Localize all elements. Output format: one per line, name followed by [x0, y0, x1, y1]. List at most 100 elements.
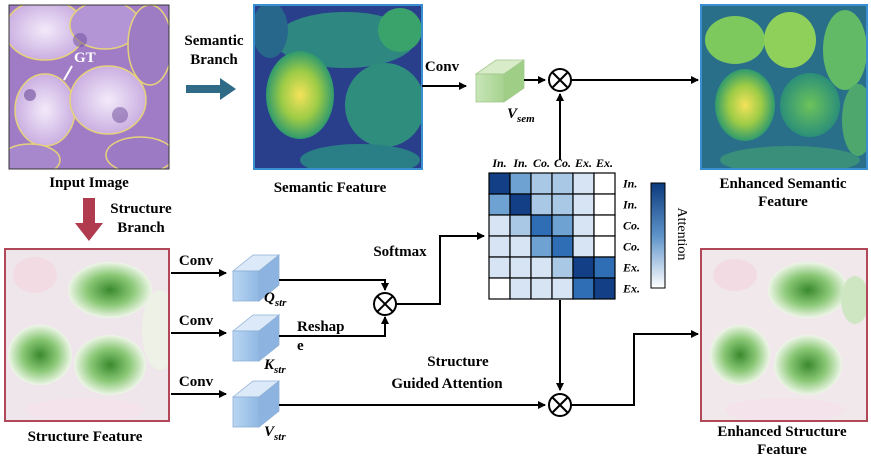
enhanced-structure-title-2: Feature — [757, 442, 807, 458]
attention-cell — [572, 193, 595, 216]
conv-label-semantic: Conv — [425, 59, 460, 75]
q-to-mult-arrow — [279, 279, 389, 291]
matrix-row-headers: In. In. Co. Co. Ex. Ex. — [622, 177, 640, 296]
matrix-column-headers: In.In.Co.Co.Ex.Ex. — [491, 156, 613, 170]
attention-cell — [530, 235, 553, 258]
conv-label-q: Conv — [179, 253, 214, 269]
k-str-label: Kstr — [263, 357, 286, 376]
softmax-arrow — [396, 232, 485, 305]
matrix-column-header: In. — [491, 156, 506, 170]
attention-cell — [530, 256, 553, 279]
semantic-branch-label-1: Semantic — [184, 33, 244, 49]
attention-cell — [551, 172, 574, 195]
sga-label-1: Structure — [427, 354, 489, 370]
matrix-row-header: Ex. — [622, 261, 640, 275]
attention-cell — [509, 277, 532, 300]
semantic-branch-arrow — [186, 78, 236, 100]
attention-cell — [509, 214, 532, 237]
gt-label: GT — [74, 50, 96, 66]
conv-label-v: Conv — [179, 374, 214, 390]
attention-colorbar — [650, 182, 666, 289]
input-image-title: Input Image — [49, 175, 129, 191]
structure-branch-label-2: Branch — [117, 220, 165, 236]
attention-cell — [551, 214, 574, 237]
attention-cell — [572, 235, 595, 258]
attention-cell — [530, 193, 553, 216]
enhanced-semantic-feature-map — [701, 5, 867, 169]
attention-cell — [488, 193, 511, 216]
attention-cell — [572, 277, 595, 300]
attention-cell — [488, 172, 511, 195]
attention-cell — [572, 214, 595, 237]
enhanced-semantic-title-1: Enhanced Semantic — [719, 176, 846, 192]
conv-label-k: Conv — [179, 313, 214, 329]
gt-arrow — [63, 65, 73, 81]
v-sem-tensor-box — [474, 59, 526, 103]
mult-to-enhanced-structure-arrow — [571, 330, 699, 406]
attention-cell — [509, 235, 532, 258]
softmax-label: Softmax — [373, 244, 427, 260]
attention-cell — [488, 235, 511, 258]
matrix-row-header: Ex. — [622, 282, 640, 296]
attention-cell — [593, 277, 616, 300]
matrix-row-header: In. — [622, 198, 637, 212]
structure-feature-map — [5, 249, 169, 421]
matrix-row-header: Co. — [623, 219, 640, 233]
input-image-frame — [8, 4, 170, 170]
semantic-multiply-node — [548, 68, 572, 92]
structure-feature-title: Structure Feature — [28, 429, 143, 445]
qk-multiply-node — [373, 292, 397, 316]
attention-cell — [593, 172, 616, 195]
attention-cell — [551, 193, 574, 216]
attention-cell — [488, 214, 511, 237]
matrix-column-header: Co. — [554, 156, 571, 170]
input-image — [9, 5, 169, 169]
v-str-label: Vstr — [264, 424, 286, 443]
q-str-tensor-box — [231, 254, 281, 302]
attention-cell — [551, 235, 574, 258]
matrix-column-header: Ex. — [574, 156, 592, 170]
structure-branch-label-1: Structure — [110, 201, 172, 217]
enhanced-structure-feature-map — [701, 249, 867, 421]
attention-cell — [530, 277, 553, 300]
attention-cell — [593, 214, 616, 237]
k-str-tensor-box — [231, 314, 281, 362]
semantic-feature-title: Semantic Feature — [274, 180, 387, 196]
attention-cell — [593, 235, 616, 258]
sga-label-2: Guided Attention — [391, 376, 503, 392]
matrix-column-header: Ex. — [595, 156, 613, 170]
matrix-row-header: Co. — [623, 240, 640, 254]
q-str-label: Qstr — [264, 290, 287, 309]
enhanced-structure-title-1: Enhanced Structure — [717, 424, 847, 440]
k-to-mult-arrow — [372, 316, 389, 337]
attention-cell — [572, 256, 595, 279]
structure-branch-arrow — [75, 198, 103, 241]
attention-cell — [551, 277, 574, 300]
attention-colorbar-label: Attention — [674, 208, 689, 261]
matrix-row-header: In. — [622, 177, 637, 191]
attention-cell — [530, 172, 553, 195]
v-str-tensor-box — [231, 380, 281, 428]
attention-cell — [509, 256, 532, 279]
semantic-branch-label-2: Branch — [190, 52, 238, 68]
enhanced-semantic-title-2: Feature — [758, 194, 808, 210]
matrix-column-header: Co. — [533, 156, 550, 170]
attention-cell — [488, 256, 511, 279]
attention-cell — [593, 256, 616, 279]
reshape-label-2: e — [297, 338, 304, 354]
attention-cell — [509, 172, 532, 195]
attention-cell — [572, 172, 595, 195]
attention-cell — [551, 256, 574, 279]
structure-feature-frame — [4, 248, 170, 422]
matrix-column-header: In. — [512, 156, 527, 170]
attention-cell — [488, 277, 511, 300]
structure-multiply-node — [548, 393, 572, 417]
enhanced-structure-frame — [700, 248, 868, 422]
v-sem-label: Vsem — [507, 106, 535, 125]
attention-cell — [530, 214, 553, 237]
semantic-feature-map — [254, 5, 422, 169]
attention-cell — [593, 193, 616, 216]
attention-cell — [509, 193, 532, 216]
